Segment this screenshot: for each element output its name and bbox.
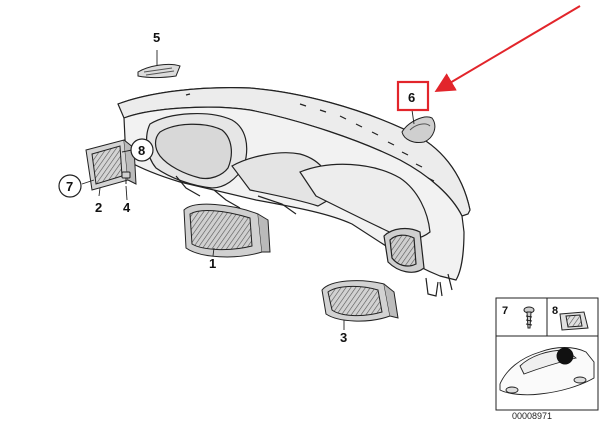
inset-label-8: 8 xyxy=(552,305,558,317)
defrost-vent xyxy=(137,63,181,78)
label-part-5: 5 xyxy=(153,30,160,45)
dashboard-panel xyxy=(117,87,471,297)
label-part-7: 7 xyxy=(66,179,73,194)
highlight-box-part-6 xyxy=(396,80,430,112)
clip-nut-icon xyxy=(559,311,589,331)
screw-icon xyxy=(523,306,535,329)
label-part-6: 6 xyxy=(408,90,415,105)
center-vent xyxy=(183,203,271,258)
label-part-4: 4 xyxy=(123,200,131,215)
inset-label-7: 7 xyxy=(502,305,508,317)
car-location-icon xyxy=(499,347,595,396)
circle-part-8 xyxy=(130,138,154,162)
left-vent xyxy=(85,139,137,191)
reference-number: 00008971 xyxy=(512,411,552,421)
leader-lines xyxy=(81,50,415,330)
side-defrost-nozzle xyxy=(401,116,436,143)
inset-panel: 7 8 xyxy=(495,297,599,411)
pointer-arrow xyxy=(434,5,581,93)
circle-part-7 xyxy=(58,174,82,198)
clip-part xyxy=(121,171,131,184)
label-part-1: 1 xyxy=(209,256,216,271)
right-vent xyxy=(321,280,399,322)
label-part-8: 8 xyxy=(138,143,145,158)
label-part-2: 2 xyxy=(95,200,102,215)
label-part-3: 3 xyxy=(340,330,347,345)
